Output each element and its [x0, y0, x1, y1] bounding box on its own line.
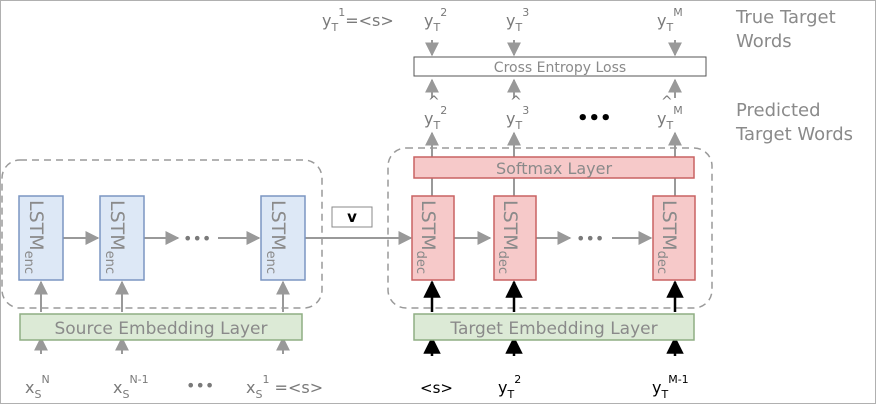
enc-lstm-3: LSTMenc [260, 195, 306, 281]
enc-lstm-2: LSTMenc [99, 195, 145, 281]
dec-input-2: yT2 [498, 373, 521, 401]
predicted-word-1: ^ yT2 [424, 94, 447, 132]
true-target-3: yTM [657, 6, 683, 34]
decoder-group [387, 147, 713, 309]
target-embedding-layer: Target Embedding Layer [413, 313, 695, 341]
predicted-word-3: ^ yTM [657, 94, 683, 132]
svg-text:Cross Entropy Loss: Cross Entropy Loss [494, 60, 626, 76]
enc-input-2: xSN-1 [113, 373, 149, 401]
true-target-2: yT3 [506, 6, 529, 34]
svg-text:Target Embedding Layer: Target Embedding Layer [449, 319, 657, 339]
softmax-layer: Softmax Layer [413, 156, 695, 179]
predicted-ellipsis: ••• [577, 108, 612, 129]
svg-text:yTM: yTM [657, 104, 683, 132]
svg-text:Source Embedding Layer: Source Embedding Layer [54, 319, 267, 339]
svg-text:LSTMdec: LSTMdec [413, 200, 439, 274]
enc-ellipsis: ••• [183, 229, 211, 248]
source-embedding-layer: Source Embedding Layer [19, 313, 303, 341]
dec-lstm-3: LSTMdec [652, 195, 696, 281]
dec-input-1: <s> [420, 379, 453, 397]
svg-text:LSTMenc: LSTMenc [102, 200, 128, 274]
svg-text:LSTMdec: LSTMdec [495, 200, 521, 274]
predicted-target-words-label-line1: Predicted [736, 100, 821, 121]
svg-text:LSTMenc: LSTMenc [263, 200, 289, 274]
true-target-words-label-line2: Words [736, 31, 792, 52]
cross-entropy-loss-box: Cross Entropy Loss [413, 56, 707, 77]
svg-text:yT3: yT3 [506, 104, 529, 132]
true-target-words-label-line1: True Target [735, 7, 836, 28]
predicted-target-words-label-line2: Target Words [735, 124, 853, 145]
enc-input-1: xSN [25, 373, 50, 401]
dec-lstm-1: LSTMdec [411, 195, 455, 281]
true-target-first: yT1=<s> [322, 6, 394, 34]
svg-text:^: ^ [428, 94, 440, 110]
true-target-1: yT2 [424, 6, 447, 34]
svg-text:^: ^ [510, 94, 522, 110]
svg-text:LSTMdec: LSTMdec [654, 200, 680, 274]
enc-lstm-1: LSTMenc [18, 195, 64, 281]
predicted-word-2: ^ yT3 [506, 94, 529, 132]
enc-input-ellipsis: ••• [186, 376, 214, 395]
svg-text:yT2: yT2 [424, 104, 447, 132]
svg-text:^: ^ [661, 94, 673, 110]
enc-input-3: xS1 =<s> [246, 373, 323, 401]
svg-text:v: v [347, 208, 357, 226]
dec-input-3: yTM-1 [652, 373, 689, 401]
svg-text:Softmax Layer: Softmax Layer [496, 159, 613, 178]
svg-text:LSTMenc: LSTMenc [21, 200, 47, 274]
encoder-group [1, 159, 323, 309]
context-vector: v [331, 206, 373, 228]
dec-lstm-2: LSTMdec [493, 195, 537, 281]
dec-ellipsis: ••• [576, 229, 604, 248]
